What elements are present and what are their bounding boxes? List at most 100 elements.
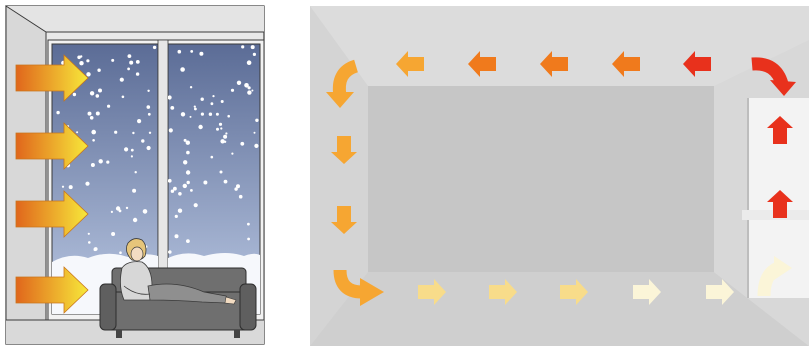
- snowflake: [90, 91, 94, 95]
- snowflake: [247, 223, 250, 226]
- snowflake: [247, 60, 252, 65]
- snowflake: [147, 146, 151, 150]
- snowflake: [223, 135, 227, 139]
- snowflake: [239, 195, 243, 199]
- snowflake: [227, 115, 230, 118]
- snowflake: [199, 52, 203, 56]
- snowflake: [114, 131, 117, 134]
- snowflake: [241, 45, 244, 48]
- snowflake: [88, 233, 90, 235]
- snowflake: [129, 61, 133, 65]
- snowflake: [62, 186, 64, 188]
- snowflake: [131, 149, 134, 152]
- window-cold-draft-panel: [6, 6, 264, 344]
- snowflake: [211, 156, 214, 159]
- snowflake: [201, 113, 204, 116]
- snowflake: [178, 192, 182, 196]
- snowflake: [216, 113, 219, 116]
- snowflake: [255, 119, 258, 122]
- snowflake: [86, 72, 90, 76]
- snowflake: [69, 185, 73, 189]
- snowflake: [169, 128, 173, 132]
- snowflake: [168, 250, 172, 254]
- snowflake: [132, 189, 136, 193]
- snowflake: [190, 86, 192, 88]
- snowflake: [136, 60, 140, 64]
- snowflake: [170, 106, 174, 110]
- snowflake: [94, 248, 97, 251]
- snowflake: [97, 69, 100, 72]
- snowflake: [254, 144, 258, 148]
- snowflake: [56, 111, 59, 114]
- snowflake: [209, 113, 212, 116]
- snowflake: [220, 127, 222, 129]
- snowflake: [254, 132, 256, 134]
- snowflake: [198, 125, 202, 129]
- snowflake: [133, 218, 137, 222]
- snowflake: [99, 159, 103, 163]
- snowflake: [120, 78, 124, 82]
- snowflake: [251, 90, 253, 92]
- snowflake: [190, 50, 193, 53]
- snowflake: [126, 207, 128, 209]
- snowflake: [219, 123, 222, 126]
- snowflake: [143, 209, 148, 214]
- snowflake: [136, 72, 139, 75]
- snowflake: [253, 53, 256, 56]
- snowflake: [88, 112, 92, 116]
- room-back-wall: [368, 86, 714, 272]
- left-ceiling: [6, 6, 264, 32]
- snowflake: [73, 93, 76, 96]
- snowflake: [127, 68, 130, 71]
- snowflake: [96, 94, 100, 98]
- snowflake: [190, 116, 192, 118]
- snowflake: [76, 131, 78, 133]
- snowflake: [183, 160, 187, 164]
- snowflake: [186, 141, 190, 145]
- snowflake: [194, 106, 196, 108]
- snowflake: [147, 90, 149, 92]
- snowflake: [96, 112, 100, 116]
- snowflake: [183, 184, 187, 188]
- snowflake: [220, 139, 224, 143]
- snowflake: [190, 189, 193, 192]
- snowflake: [187, 181, 190, 184]
- snowflake: [186, 151, 190, 155]
- snowflake: [236, 184, 240, 188]
- snowflake: [86, 59, 89, 62]
- snowflake: [132, 132, 134, 134]
- snowflake: [124, 147, 128, 151]
- snowflake: [91, 163, 95, 167]
- snowflake: [127, 54, 131, 58]
- snowflake: [107, 105, 110, 108]
- snowflake: [221, 100, 224, 103]
- snowflake: [175, 215, 178, 218]
- snowflake: [186, 170, 190, 174]
- snowflake: [137, 119, 141, 123]
- room-air-circulation-panel: [310, 6, 809, 346]
- snowflake: [119, 251, 122, 254]
- snowflake: [77, 56, 81, 60]
- snowflake: [106, 161, 109, 164]
- snowflake: [111, 59, 114, 62]
- snowflake: [194, 203, 198, 207]
- snowflake: [135, 171, 137, 173]
- snowflake: [201, 98, 204, 101]
- snowflake: [231, 153, 233, 155]
- snowflake: [85, 182, 89, 186]
- snowflake: [122, 96, 125, 99]
- snowflake: [149, 132, 151, 134]
- snowflake: [171, 190, 174, 193]
- snowflake: [131, 155, 133, 157]
- snowflake: [178, 209, 182, 213]
- snowflake: [148, 113, 151, 116]
- snowflake: [211, 102, 214, 105]
- snowflake: [225, 132, 227, 134]
- snowflake: [153, 46, 156, 49]
- snowflake: [92, 139, 95, 142]
- snowflake: [168, 179, 172, 183]
- snowflake: [119, 210, 122, 213]
- snowflake: [247, 238, 250, 241]
- snowflake: [88, 241, 91, 244]
